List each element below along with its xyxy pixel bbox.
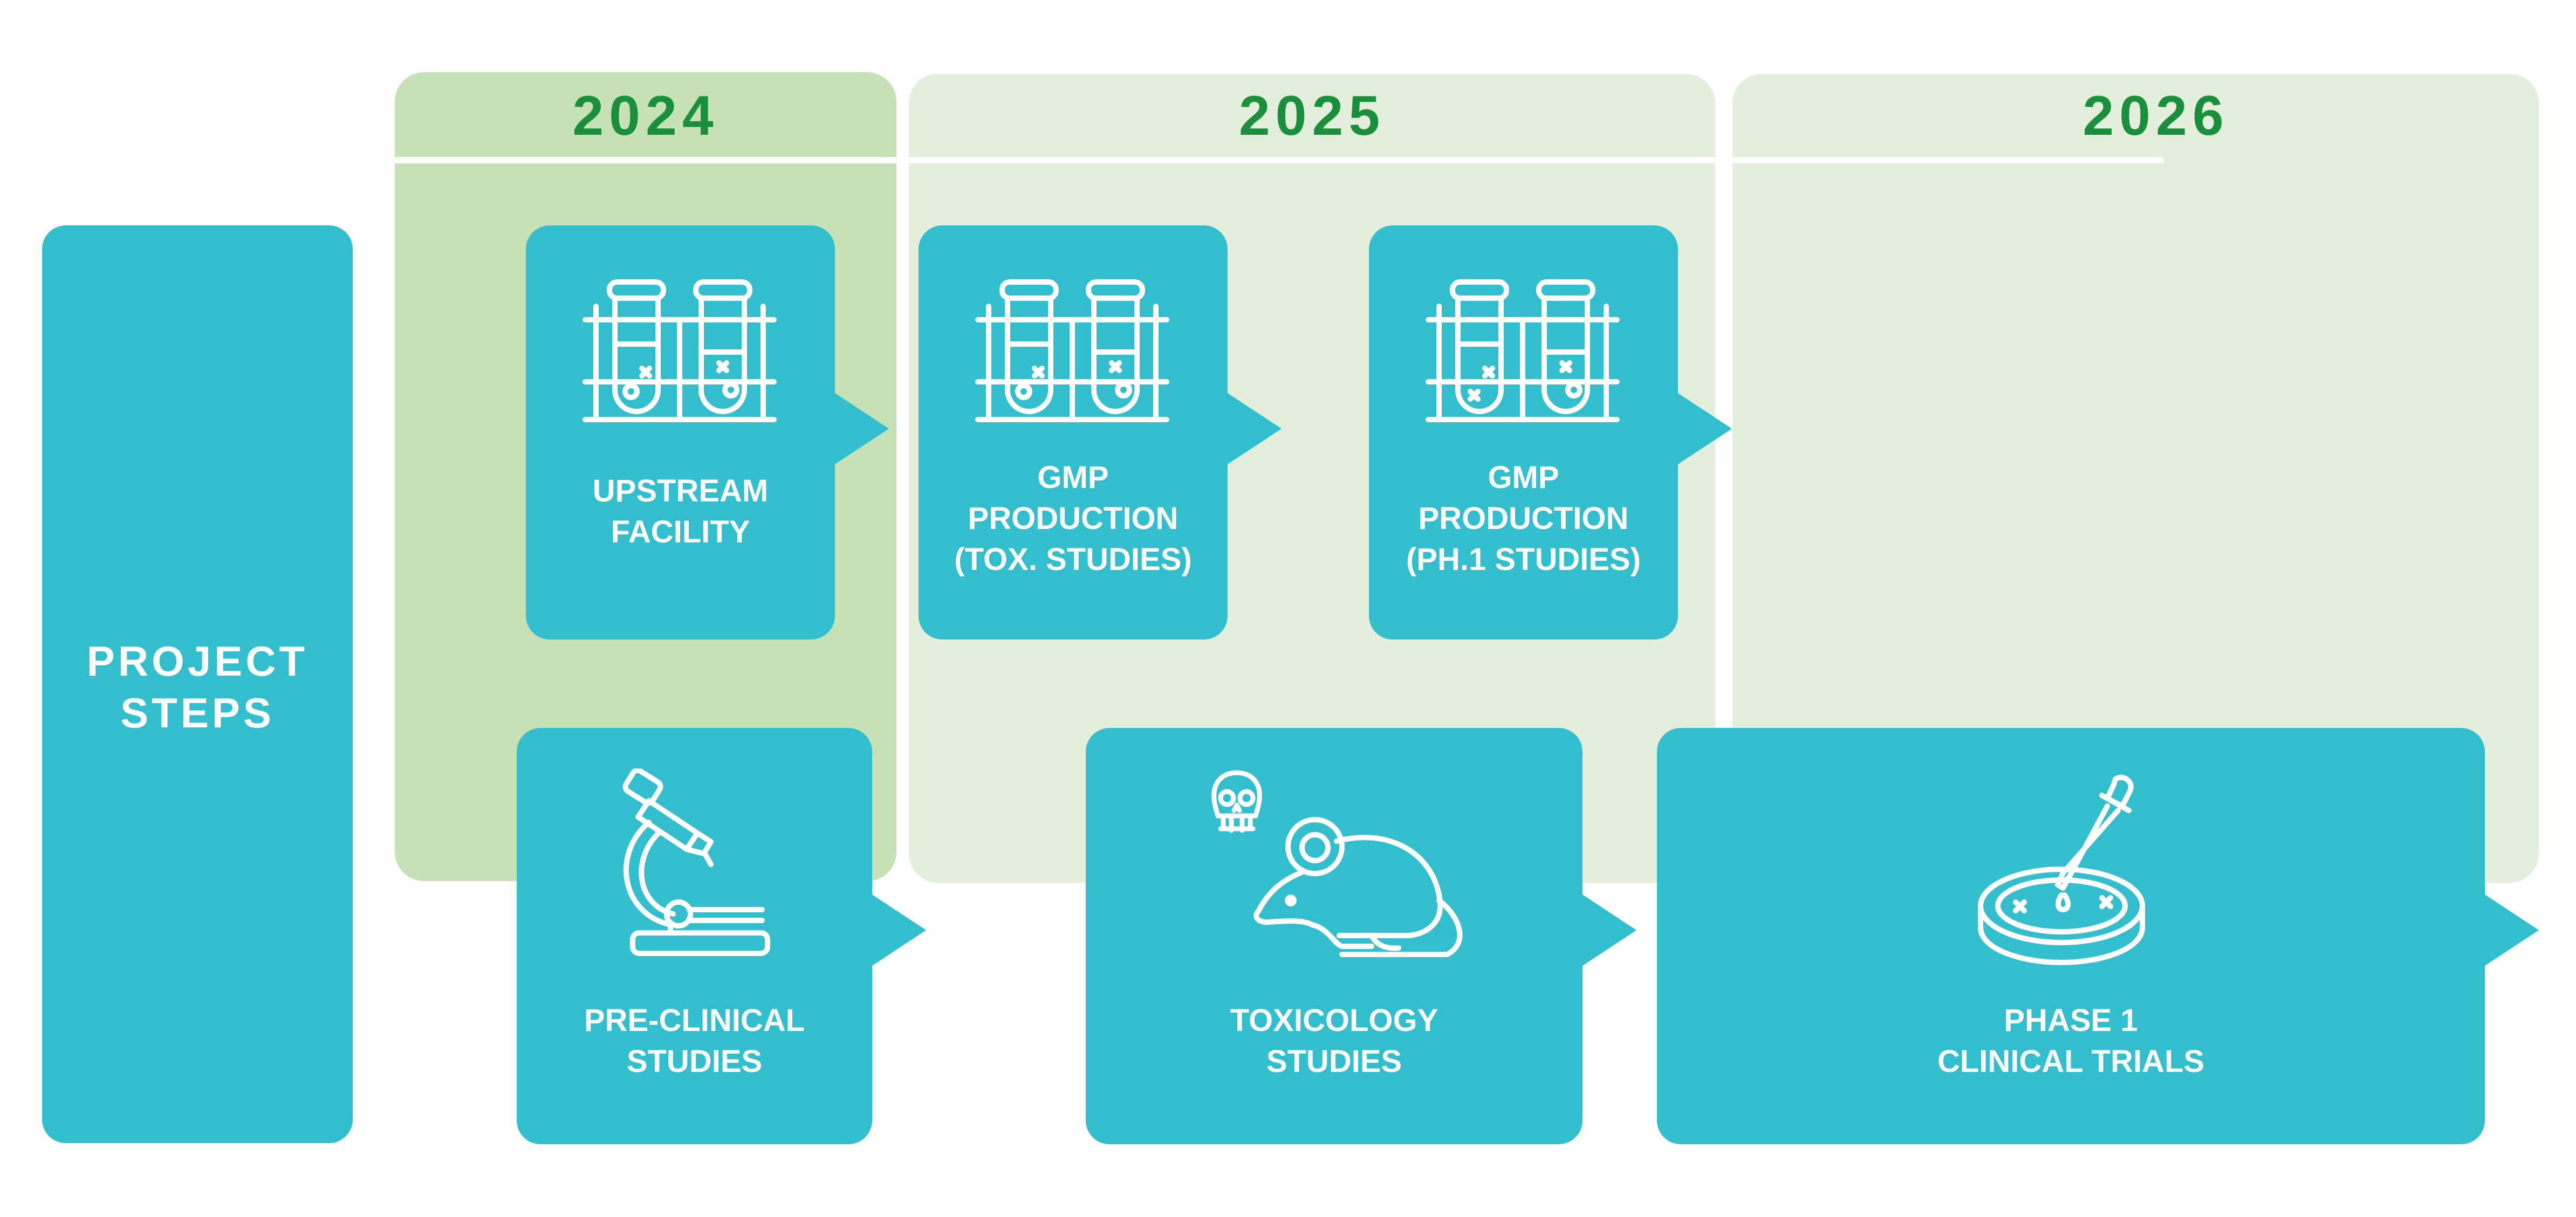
arrow-toxicology-to-phase1	[1582, 895, 1636, 966]
gmp-production-tox-label: GMP PRODUCTION (TOX. STUDIES)	[919, 457, 1228, 580]
phase-1-line-1: PHASE 1	[2004, 1003, 2138, 1038]
step-gmp-production-ph1: GMP PRODUCTION (PH.1 STUDIES)	[1369, 225, 1678, 640]
year-label-2025: 2025	[1238, 85, 1386, 147]
project-steps-header: PROJECT STEPS	[42, 225, 353, 1143]
upstream-facility-label: UPSTREAM FACILITY	[526, 471, 835, 553]
arrow-gmp-ph1-end	[1678, 393, 1732, 464]
test-tubes-icon	[583, 279, 777, 422]
gmp-ph1-line-1: GMP	[1488, 460, 1559, 495]
arrow-gmp-tox-to-gmp-ph1	[1228, 393, 1282, 464]
microscope-icon	[622, 768, 770, 956]
test-tubes-icon	[1426, 279, 1620, 422]
step-upstream-facility: UPSTREAM FACILITY	[526, 225, 835, 640]
project-steps-line-1: PROJECT	[86, 637, 309, 685]
gmp-tox-line-1: GMP	[1037, 460, 1109, 495]
phase-1-line-2: CLINICAL TRIALS	[1937, 1044, 2205, 1079]
toxicology-label: TOXICOLOGY STUDIES	[1086, 1000, 1582, 1082]
pre-clinical-label: PRE-CLINICAL STUDIES	[517, 1000, 872, 1082]
test-tubes-icon	[975, 279, 1169, 422]
phase-1-label: PHASE 1 CLINICAL TRIALS	[1657, 1000, 2485, 1082]
gmp-production-ph1-label: GMP PRODUCTION (PH.1 STUDIES)	[1369, 457, 1678, 580]
step-toxicology-studies: TOXICOLOGY STUDIES	[1086, 728, 1582, 1144]
toxicology-line-1: TOXICOLOGY	[1230, 1003, 1438, 1038]
gmp-ph1-line-2: PRODUCTION	[1418, 501, 1629, 536]
pre-clinical-line-1: PRE-CLINICAL	[584, 1003, 805, 1038]
skull-icon	[1211, 770, 1262, 833]
petri-dish-dropper-icon	[1978, 774, 2145, 965]
upstream-facility-line-2: FACILITY	[611, 514, 750, 549]
lab-rat-icon	[1253, 817, 1463, 957]
year-label-2026: 2026	[2082, 85, 2229, 147]
arrow-pre-clinical-to-toxicology	[872, 895, 926, 966]
step-pre-clinical-studies: PRE-CLINICAL STUDIES	[517, 728, 872, 1144]
gmp-tox-line-3: (TOX. STUDIES)	[954, 542, 1192, 577]
arrow-phase1-end	[2485, 895, 2539, 966]
project-steps-line-2: STEPS	[120, 689, 275, 737]
step-gmp-production-tox: GMP PRODUCTION (TOX. STUDIES)	[919, 225, 1228, 640]
toxicology-line-2: STUDIES	[1266, 1044, 1402, 1079]
gmp-tox-line-2: PRODUCTION	[968, 501, 1179, 536]
pre-clinical-line-2: STUDIES	[626, 1044, 763, 1079]
year-label-2024: 2024	[572, 85, 719, 147]
arrow-upstream-to-gmp-tox	[835, 393, 889, 464]
step-phase-1-clinical-trials: PHASE 1 CLINICAL TRIALS	[1657, 728, 2485, 1144]
upstream-facility-line-1: UPSTREAM	[592, 473, 769, 508]
project-steps-label: PROJECT STEPS	[42, 635, 353, 739]
gmp-ph1-line-3: (PH.1 STUDIES)	[1406, 542, 1641, 577]
header-divider-line	[395, 157, 2164, 163]
